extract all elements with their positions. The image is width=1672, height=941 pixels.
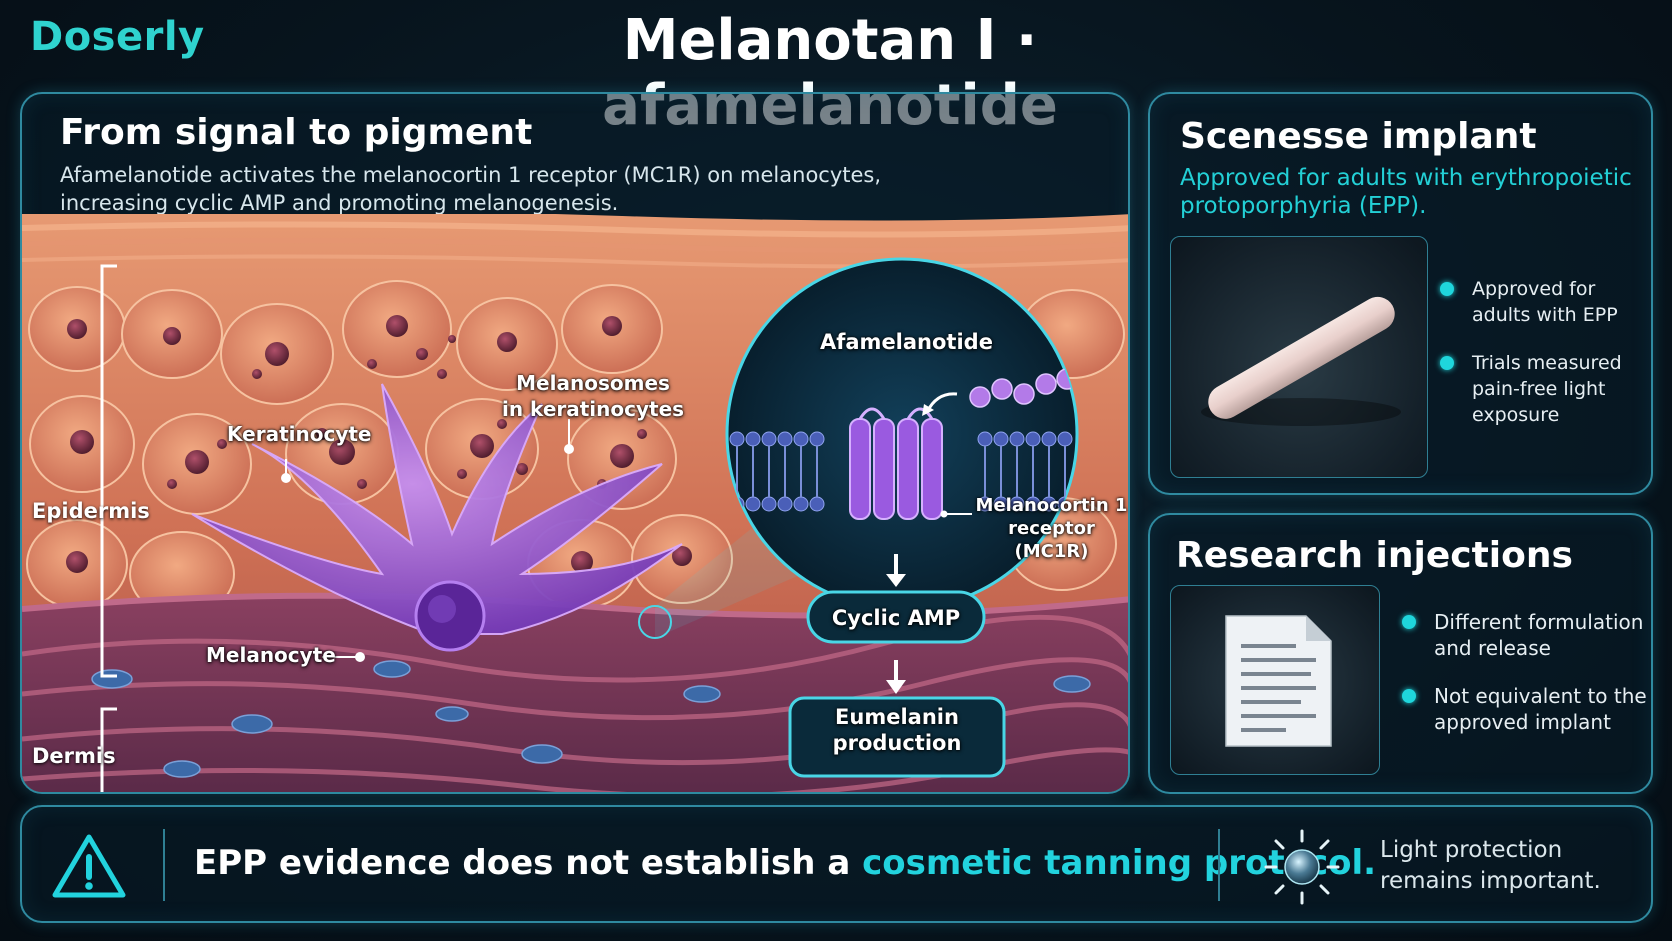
skin-illustration — [22, 214, 1128, 792]
mechanism-title: From signal to pigment — [60, 112, 533, 153]
mechanism-description: Afamelanotide activates the melanocortin… — [60, 163, 882, 215]
document-icon — [1225, 615, 1332, 747]
brand-logo: Doserly — [30, 14, 205, 60]
dermis-label: Dermis — [32, 744, 116, 768]
cyclic-amp-step: Cyclic AMP — [831, 606, 961, 630]
afamelanotide-peptide — [969, 368, 1077, 408]
melanosomes — [66, 315, 692, 573]
research-panel: Research injections Different formulatio… — [1148, 513, 1653, 794]
scenesse-bullet: Trials measured pain-free light exposure — [1438, 350, 1648, 428]
research-title: Research injections — [1176, 535, 1573, 576]
scenesse-panel: Scenesse implant Approved for adults wit… — [1148, 92, 1653, 495]
banner-divider — [163, 829, 165, 901]
dermal-cell-nuclei — [91, 660, 1091, 778]
sun-icon — [1264, 829, 1340, 905]
eumelanin-step: Eumelanin production — [832, 705, 962, 755]
warning-banner: EPP evidence does not establish a cosmet… — [20, 805, 1653, 923]
scenesse-bullet-list: Approved for adults with EPP Trials meas… — [1438, 276, 1648, 450]
mechanism-panel: From signal to pigment Afamelanotide act… — [20, 92, 1130, 794]
mc1r-receptor — [849, 418, 943, 520]
scenesse-bullet: Approved for adults with EPP — [1438, 276, 1648, 328]
afamelanotide-label: Afamelanotide — [820, 330, 993, 354]
implant-image — [1170, 236, 1428, 478]
research-bullet-list: Different formulation and release Not eq… — [1400, 609, 1650, 757]
research-bullet: Different formulation and release — [1400, 609, 1650, 661]
implant-rod-icon — [1201, 296, 1401, 426]
layer-brackets — [100, 264, 117, 792]
document-image — [1170, 585, 1380, 775]
melanosomes-label: Melanosomes in keratinocytes — [502, 371, 685, 421]
warning-icon — [52, 834, 126, 898]
callout-pointers — [281, 419, 574, 662]
banner-message-prefix: EPP evidence does not establish a — [194, 843, 863, 883]
mc1r-label: Melanocortin 1 receptor (MC1R) — [975, 495, 1128, 562]
melanocyte-label: Melanocyte — [206, 643, 336, 667]
melanocyte-cell — [191, 383, 683, 652]
scenesse-title: Scenesse implant — [1180, 116, 1537, 157]
banner-divider — [1218, 829, 1220, 901]
keratinocyte-label: Keratinocyte — [227, 422, 372, 446]
mc1r-zoom-view — [725, 257, 1079, 778]
epidermis-label: Epidermis — [32, 499, 150, 523]
light-protection-note: Light protection remains important. — [1380, 837, 1601, 894]
research-bullet: Not equivalent to the approved implant — [1400, 683, 1650, 735]
banner-message: EPP evidence does not establish a cosmet… — [194, 843, 1376, 883]
scenesse-subtitle: Approved for adults with erythropoietic … — [1180, 165, 1632, 219]
